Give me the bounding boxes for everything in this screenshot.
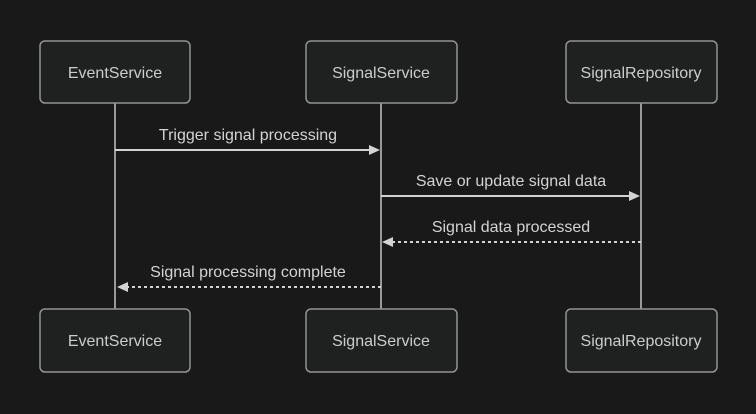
arrowhead-right-icon (629, 191, 640, 201)
actor-signalservice-bottom: SignalService (305, 308, 458, 373)
message-signal-processing-complete: Signal processing complete (117, 264, 381, 292)
actor-box (305, 40, 458, 104)
message-label: Signal processing complete (150, 264, 346, 281)
message-label: Signal data processed (432, 219, 590, 236)
actor-label: SignalRepository (581, 65, 702, 82)
actor-box (39, 40, 191, 104)
actor-signalservice-top: SignalService (305, 40, 458, 104)
actor-label: EventService (68, 333, 162, 350)
actor-box (565, 40, 718, 104)
actor-eventservice-bottom: EventService (39, 308, 191, 373)
actor-box (305, 308, 458, 373)
actor-label: SignalRepository (581, 333, 702, 350)
actor-label: EventService (68, 65, 162, 82)
message-label: Save or update signal data (416, 173, 606, 190)
actor-signalrepository-bottom: SignalRepository (565, 308, 718, 373)
message-trigger-signal-processing: Trigger signal processing (115, 127, 380, 155)
actor-eventservice-top: EventService (39, 40, 191, 104)
actor-label: SignalService (332, 333, 430, 350)
message-signal-data-processed: Signal data processed (382, 219, 641, 247)
actor-signalrepository-top: SignalRepository (565, 40, 718, 104)
message-save-or-update-signal-data: Save or update signal data (381, 173, 640, 201)
arrowhead-right-icon (369, 145, 380, 155)
actor-label: SignalService (332, 65, 430, 82)
arrowhead-left-icon (117, 282, 128, 292)
actor-box (565, 308, 718, 373)
actor-box (39, 308, 191, 373)
arrowhead-left-icon (382, 237, 393, 247)
message-label: Trigger signal processing (159, 127, 337, 144)
